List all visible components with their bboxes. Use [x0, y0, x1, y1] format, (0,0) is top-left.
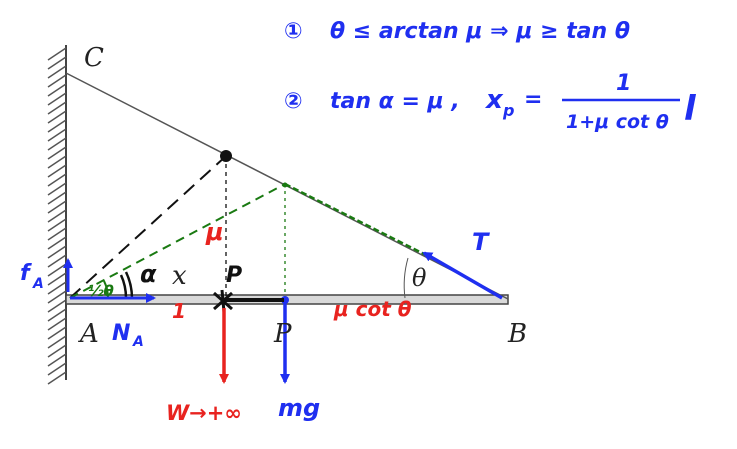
label-theta: θ: [412, 264, 427, 292]
wall-hatch-line: [47, 209, 67, 223]
fraction-numerator: 1: [616, 71, 631, 96]
one-label: 1: [172, 299, 186, 323]
alpha-label: α: [140, 260, 157, 288]
na-subscript: A: [132, 334, 144, 350]
condition1-number: ①: [284, 19, 303, 44]
wall-hatch-line: [47, 353, 67, 367]
force-arrow-t: [422, 251, 503, 300]
wall-hatch-line: [47, 74, 67, 88]
wall-hatch-line: [47, 83, 67, 97]
wall-hatch-line: [47, 182, 67, 196]
fraction-tail: l: [684, 89, 697, 129]
wall-hatch-line: [47, 317, 67, 331]
wall-hatch-line: [47, 227, 67, 241]
wall-hatch-line: [47, 362, 67, 376]
wall-hatch-line: [47, 326, 67, 340]
label-p: P: [273, 319, 292, 349]
label-x: x: [172, 261, 187, 291]
wall: [47, 45, 67, 385]
label-c: C: [84, 43, 104, 73]
dashed-line-green-a: [69, 183, 286, 299]
wall-hatch-line: [47, 272, 67, 286]
condition2-x: x: [484, 85, 504, 115]
mg-label: mg: [278, 394, 320, 422]
top-point: [220, 150, 232, 162]
wall-hatch-line: [47, 164, 67, 178]
angle-arc-theta: [403, 257, 409, 299]
label-b: B: [507, 319, 527, 349]
wall-hatch-line: [47, 218, 67, 232]
green-point: [282, 182, 288, 188]
wall-hatch-line: [47, 335, 67, 349]
wall-hatch-line: [47, 245, 67, 259]
wall-hatch-line: [47, 281, 67, 295]
wall-hatch-line: [47, 56, 67, 70]
dashed-line-green-rope: [284, 182, 431, 259]
wall-hatch-line: [47, 92, 67, 106]
wall-hatch-line: [47, 299, 67, 313]
wall-hatch-line: [47, 110, 67, 124]
label-a: A: [78, 319, 99, 349]
wall-hatch-line: [47, 236, 67, 250]
half-theta-label: ½θ: [88, 282, 114, 300]
na-label: N: [112, 321, 130, 346]
fraction-denominator: 1+μ cot θ: [566, 111, 669, 133]
w-label: W→+∞: [166, 401, 242, 425]
p-handwritten: P: [226, 263, 242, 288]
condition1: θ ≤ arctan μ ⇒ μ ≥ tan θ: [330, 19, 630, 44]
wall-hatch-line: [47, 371, 67, 385]
wall-hatch-line: [47, 128, 67, 142]
wall-hatch-line: [47, 290, 67, 304]
wall-hatch-line: [47, 308, 67, 322]
wall-hatch-line: [47, 200, 67, 214]
t-label: T: [472, 228, 490, 256]
wall-hatch-line: [47, 155, 67, 169]
fa-label: f: [20, 261, 32, 286]
wall-hatch-line: [47, 254, 67, 268]
condition2-lhs: tan α = μ ,: [330, 89, 460, 114]
wall-hatch-line: [47, 119, 67, 133]
condition2-eq: =: [524, 87, 542, 112]
wall-hatch-line: [47, 101, 67, 115]
mu-label: μ: [205, 218, 224, 246]
condition2-sub: p: [502, 101, 514, 120]
wall-hatch-line: [47, 137, 67, 151]
wall-hatch-line: [47, 344, 67, 358]
wall-hatch-line: [47, 146, 67, 160]
dashed-line-a-to-top-point: [69, 155, 227, 299]
wall-hatch-line: [47, 173, 67, 187]
condition2-number: ②: [284, 89, 303, 114]
mu-cot-theta-label: μ cot θ: [333, 297, 412, 321]
fa-subscript: A: [32, 276, 44, 292]
wall-hatch-line: [47, 65, 67, 79]
wall-hatch-line: [47, 191, 67, 205]
wall-hatch-line: [47, 47, 67, 61]
